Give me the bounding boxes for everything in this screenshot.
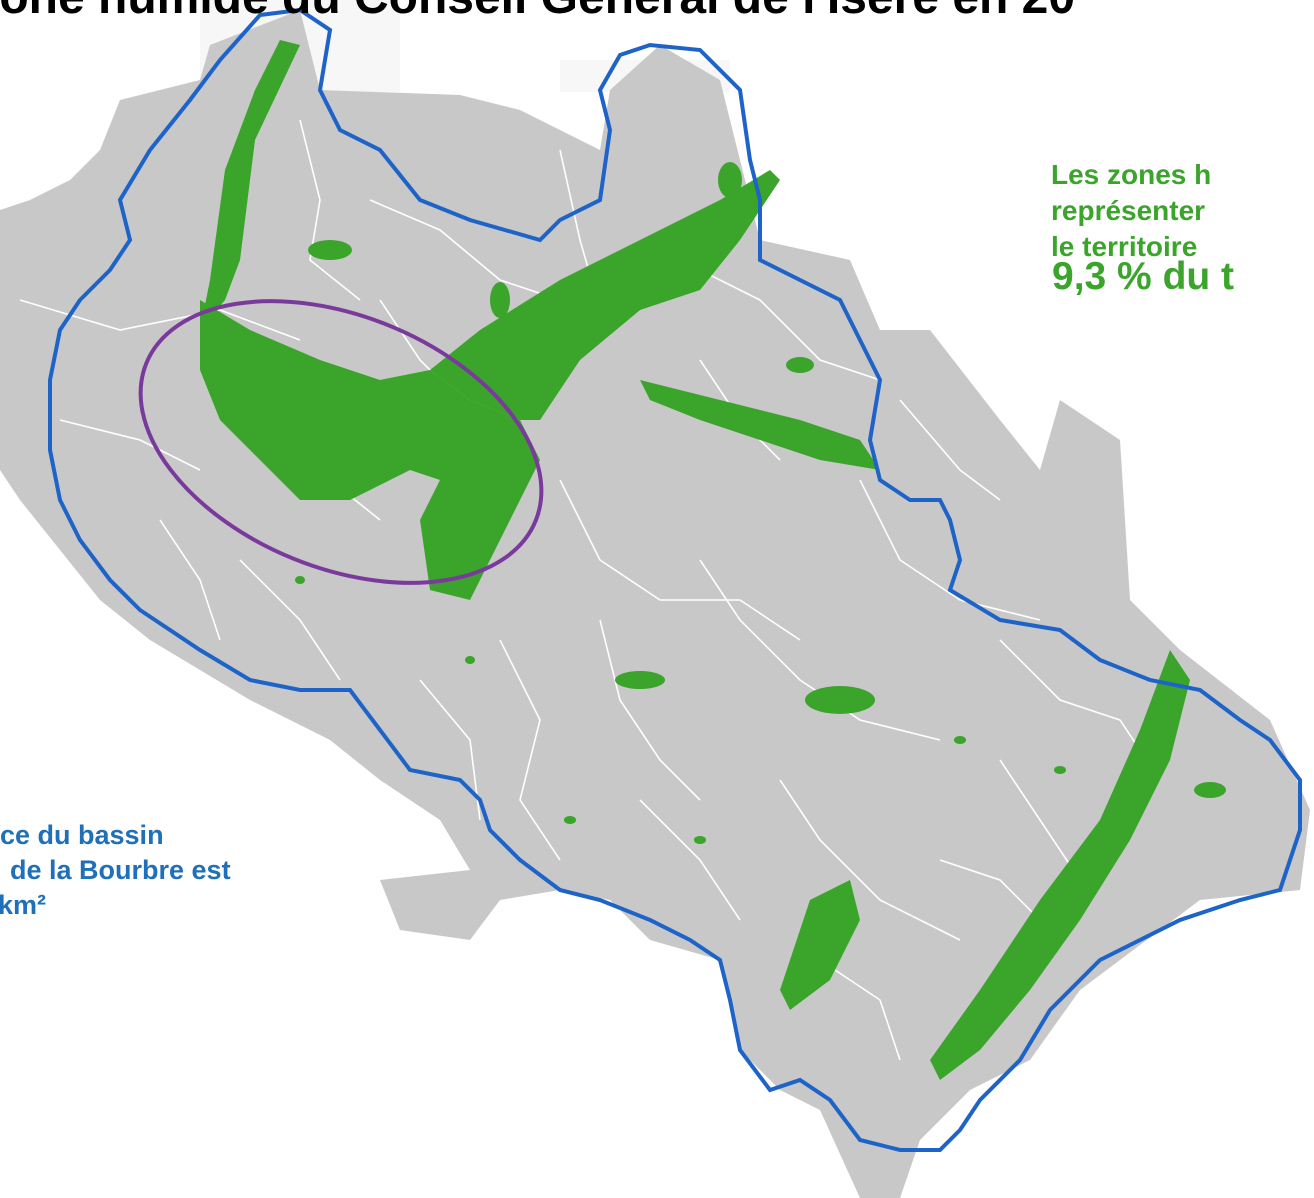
wetland-share-annotation: Les zones h représenter le territoire [1051,157,1211,265]
annotation-line: ce du bassin [0,820,164,850]
wetlands [200,40,1226,1080]
wetland-south-lake [780,880,860,1010]
wetland-east-valley [640,380,880,470]
wetland-southeast-strip [930,650,1190,1080]
wetland-percentage: 9,3 % du t [1052,255,1235,298]
annotation-line: km² [0,890,47,920]
annotation-line: de la Bourbre est [10,855,231,885]
page-title: Zone humide du Conseil Général de l'Isèr… [0,0,1314,22]
annotation-line: représenter [1051,195,1206,226]
annotation-line: Les zones h [1051,159,1212,190]
highlight-ellipse [138,299,544,585]
wetland-north-corridor [200,40,300,330]
commune-borders [19,119,1161,1061]
wetland-bourbre-marsh [200,300,540,600]
basin-area-annotation: ce du bassin de la Bourbre est km² [0,818,231,923]
annotation-line: le territoire [1051,231,1198,262]
wetland-main-valley [430,170,780,420]
basin-outline [48,7,1302,1152]
